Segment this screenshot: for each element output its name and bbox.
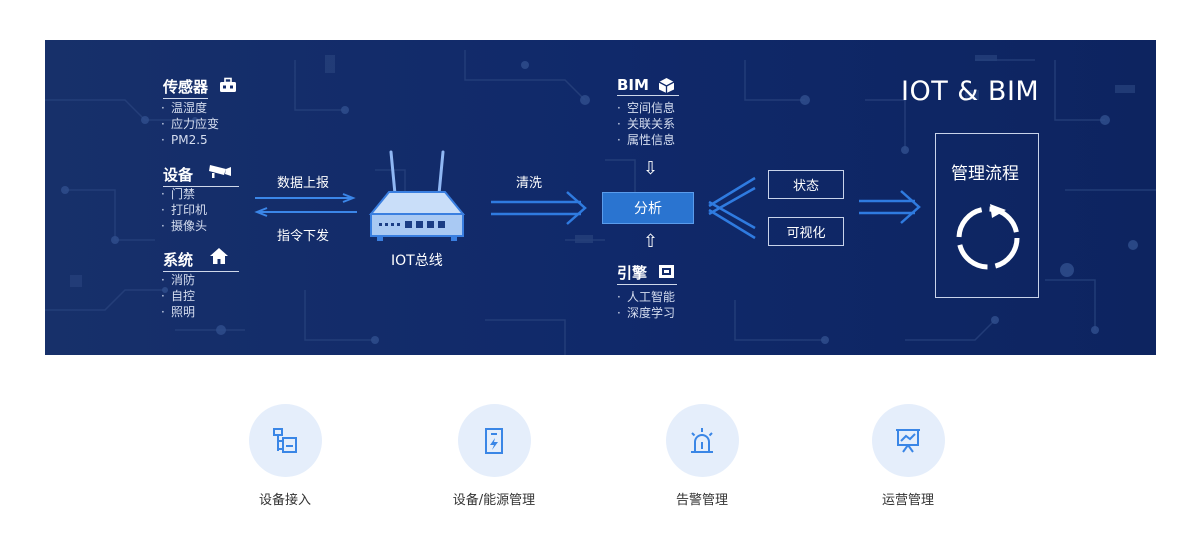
clean-label: 清洗	[516, 176, 543, 191]
analysis-box: 分析	[602, 192, 694, 224]
device-group-title: 设备	[163, 164, 240, 187]
feature-alarm-management[interactable]: 告警管理	[632, 404, 772, 508]
operation-chart-icon	[896, 428, 920, 453]
camera-icon	[209, 165, 231, 178]
energy-management-icon	[485, 427, 503, 454]
command-down-label: 指令下发	[277, 229, 330, 244]
device-access-icon	[273, 427, 297, 453]
feature-energy-management[interactable]: 设备/能源管理	[424, 404, 564, 508]
down-arrow-icon: ⇩	[643, 158, 659, 179]
engine-items: ·人工智能 ·深度学习	[617, 290, 676, 320]
iot-bim-heading: IOT & BIM	[901, 76, 1040, 107]
system-items: ·消防 ·自控 ·照明	[161, 273, 196, 319]
cube-icon	[658, 78, 675, 93]
system-group-title: 系统	[163, 249, 240, 272]
engine-title: 引擎	[617, 262, 678, 285]
feature-label: 设备接入	[258, 493, 311, 508]
toolbox-icon	[220, 77, 236, 92]
iot-bim-banner: 传感器 ·温湿度 ·应力应变 ·PM2.5 设备 ·门禁 ·打印机 ·摄像头 系…	[45, 40, 1156, 355]
feature-label: 告警管理	[675, 493, 728, 508]
sensor-group-title: 传感器	[163, 76, 209, 99]
status-box: 状态	[768, 170, 844, 199]
up-arrow-icon: ⇧	[643, 231, 659, 252]
circuit-background	[45, 50, 1156, 355]
feature-device-access[interactable]: 设备接入	[215, 404, 355, 508]
engine-icon	[659, 265, 674, 278]
management-process-box	[935, 133, 1039, 298]
output-arrow	[859, 190, 921, 224]
router-icon	[368, 150, 466, 241]
fork-arrows	[708, 176, 756, 240]
alarm-icon	[691, 427, 713, 453]
sensor-items: ·温湿度 ·应力应变 ·PM2.5	[161, 101, 220, 147]
bim-title: BIM	[617, 76, 679, 96]
feature-label: 设备/能源管理	[452, 493, 536, 508]
device-items: ·门禁 ·打印机 ·摄像头	[161, 187, 208, 233]
feature-operation-management[interactable]: 运营管理	[838, 404, 978, 508]
clean-arrow	[491, 191, 587, 225]
bim-items: ·空间信息 ·关联关系 ·属性信息	[617, 101, 676, 147]
bidirectional-arrows	[254, 193, 357, 217]
visualization-box: 可视化	[768, 217, 844, 246]
iot-bus-label: IOT总线	[391, 253, 443, 269]
feature-label: 运营管理	[881, 493, 934, 508]
home-icon	[210, 248, 228, 264]
data-upload-label: 数据上报	[277, 176, 330, 191]
management-process-title: 管理流程	[951, 164, 1019, 184]
cycle-icon	[956, 204, 1020, 270]
